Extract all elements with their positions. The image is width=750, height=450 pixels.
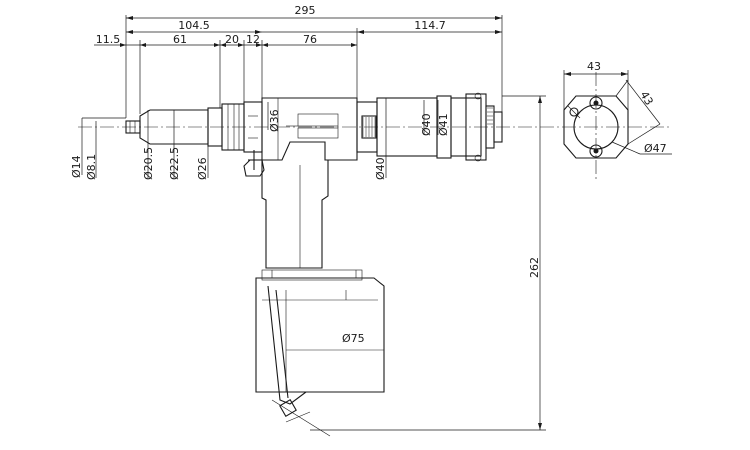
- dim-dia-motor: Ø40: [420, 113, 433, 136]
- dim-dia-nose: Ø14: [70, 155, 83, 178]
- dim-collar-b: 12: [246, 33, 260, 46]
- dim-overall-length: 295: [295, 4, 316, 17]
- top-dimensions: 295 104.5 114.7 11.5 61 20 12 76: [94, 4, 503, 118]
- dim-rear-length: 114.7: [414, 19, 446, 32]
- dim-dia-sleeve2: Ø22.5: [168, 147, 181, 180]
- dim-dia-canister: Ø75: [342, 332, 365, 345]
- dim-end-diagonal: 43: [637, 89, 655, 108]
- dim-dia-sleeve: Ø20.5: [142, 147, 155, 180]
- dim-dia-tip: Ø8.1: [85, 154, 98, 180]
- tool-side-view: [125, 92, 503, 437]
- end-view: 43 43 Ø47: [563, 60, 672, 159]
- dim-collar-a: 20: [225, 33, 239, 46]
- diameter-callouts: Ø14 Ø8.1 Ø20.5 Ø22.5 Ø26 Ø36 Ø40 Ø40 Ø41…: [70, 98, 450, 345]
- height-dimension: 262: [310, 95, 546, 431]
- center-lines: [78, 72, 670, 180]
- dim-nose-length: 61: [173, 33, 187, 46]
- dim-dia-collar: Ø26: [196, 157, 209, 180]
- dim-end-dia: Ø47: [644, 142, 667, 155]
- dim-front-length: 104.5: [178, 19, 210, 32]
- dim-body-length: 76: [303, 33, 317, 46]
- dim-dia-body: Ø40: [374, 157, 387, 180]
- dim-end-width: 43: [587, 60, 601, 73]
- dim-dia-motor2: Ø41: [437, 113, 450, 136]
- dim-dia-head: Ø36: [268, 109, 281, 132]
- dim-overall-height: 262: [528, 257, 541, 278]
- dim-nose-tip: 11.5: [96, 33, 121, 46]
